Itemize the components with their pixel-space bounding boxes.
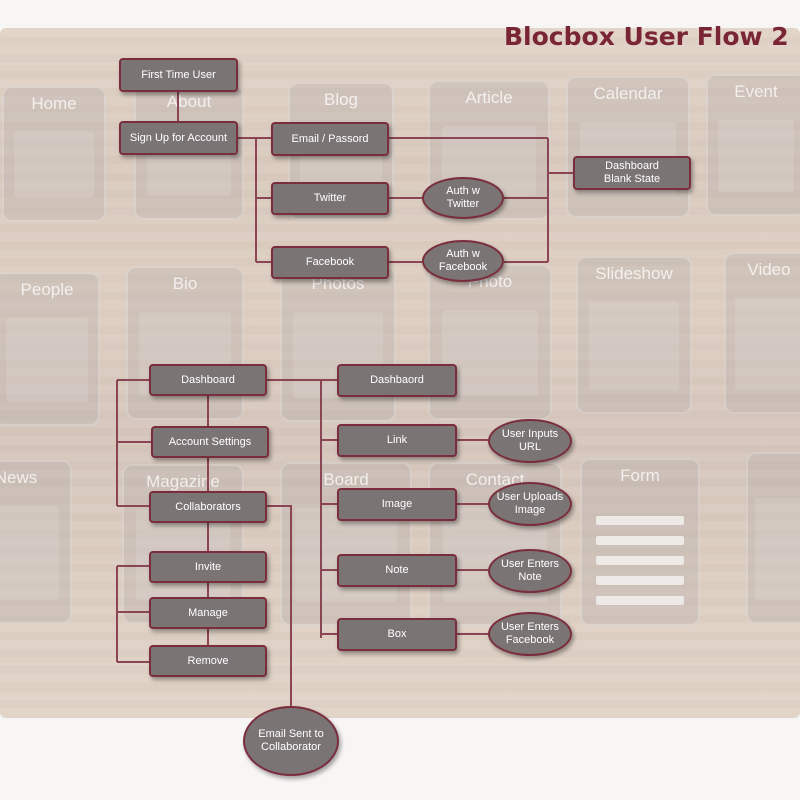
dashbaord-node[interactable]: Dashbaord (337, 364, 457, 397)
twitter-node[interactable]: Twitter (271, 182, 389, 215)
user-enters-note-node[interactable]: User Enters Note (488, 549, 572, 593)
mockup-photo: Photo (428, 264, 552, 420)
mockup-form: Form (580, 458, 700, 626)
auth-twitter-node[interactable]: Auth w Twitter (422, 177, 504, 219)
mockup-label: Form (620, 466, 660, 485)
user-inputs-url-node[interactable]: User Inputs URL (488, 419, 572, 463)
collaborators-node[interactable]: Collaborators (149, 491, 267, 523)
mockup-label: Bio (172, 274, 198, 293)
image-node[interactable]: Image (337, 488, 457, 521)
email-password-node[interactable]: Email / Passord (271, 122, 389, 156)
mockup-event: Event (706, 74, 800, 216)
mockup-label: Board (323, 470, 369, 489)
auth-facebook-node[interactable]: Auth w Facebook (422, 240, 504, 282)
mockup-home: Home (2, 86, 106, 222)
email-sent-node[interactable]: Email Sent to Collaborator (243, 706, 339, 776)
sign-up-node[interactable]: Sign Up for Account (119, 121, 238, 155)
first-time-user-node[interactable]: First Time User (119, 58, 238, 92)
mockup-label: Home (31, 94, 77, 113)
mockup-news: News (0, 460, 72, 624)
mockup-extra (746, 452, 800, 624)
user-uploads-image-node[interactable]: User Uploads Image (488, 482, 572, 526)
mockup-people: People (0, 272, 100, 426)
dashboard-blank-state-node[interactable]: Dashboard Blank State (573, 156, 691, 190)
box-node[interactable]: Box (337, 618, 457, 651)
mockup-label: People (20, 280, 74, 299)
dashboard-node[interactable]: Dashboard (149, 364, 267, 396)
page-title: Blocbox User Flow 2 (504, 22, 789, 51)
mockup-label: Blog (323, 90, 359, 109)
mockup-label: Magazine (146, 472, 220, 491)
mockup-label: Article (465, 88, 513, 107)
invite-node[interactable]: Invite (149, 551, 267, 583)
remove-node[interactable]: Remove (149, 645, 267, 677)
mockup-label: Slideshow (595, 264, 673, 283)
user-enters-box-node[interactable]: User Enters Facebook (488, 612, 572, 656)
facebook-node[interactable]: Facebook (271, 246, 389, 279)
mockup-label: Event (734, 82, 778, 101)
mockup-label: Calendar (593, 84, 663, 103)
note-node[interactable]: Note (337, 554, 457, 587)
mockup-label: Video (747, 260, 791, 279)
account-settings-node[interactable]: Account Settings (151, 426, 269, 458)
mockup-label: News (0, 468, 38, 487)
manage-node[interactable]: Manage (149, 597, 267, 629)
link-node[interactable]: Link (337, 424, 457, 457)
mockup-video: Video (724, 252, 800, 414)
mockup-slideshow: Slideshow (576, 256, 692, 414)
